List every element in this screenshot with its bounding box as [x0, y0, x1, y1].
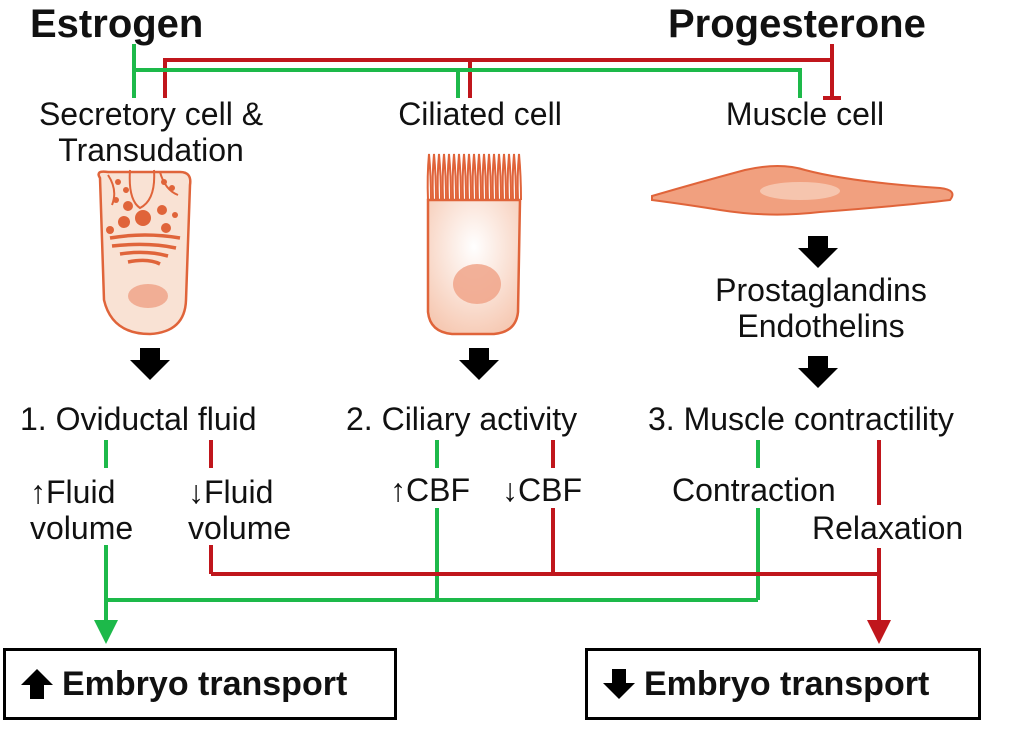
effect-cbf-down: ↓CBF	[502, 472, 582, 508]
progesterone-bracket	[163, 44, 841, 100]
cilium	[516, 153, 522, 201]
increased-embryo-transport-box: Embryo transport	[3, 648, 397, 720]
secretory-cell-label: Secretory cell & Transudation	[10, 96, 292, 168]
down-arrow-icon	[603, 669, 635, 699]
increase-arrowhead	[94, 620, 118, 644]
effect-contraction: Contraction	[672, 472, 836, 508]
effect-fluid-up-line1: ↑Fluid	[30, 474, 116, 510]
stimulation-lines	[104, 440, 760, 622]
cilium	[446, 153, 452, 201]
effect-fluid-volume-up: ↑Fluid volume	[30, 474, 133, 546]
cilium	[506, 153, 512, 201]
cilium	[476, 153, 482, 201]
cilium	[426, 153, 432, 201]
secretory-cell-label-line1: Secretory cell &	[38, 96, 264, 132]
cilium	[436, 153, 442, 201]
cilium	[486, 153, 492, 201]
secretory-cell-label-line2: Transudation	[58, 132, 244, 168]
decreased-embryo-transport-label: Embryo transport	[644, 664, 930, 703]
outcome-oviductal-fluid: 1. Oviductal fluid	[20, 401, 257, 437]
cilium	[456, 153, 462, 201]
secretory-cell-image	[97, 169, 192, 336]
cilium	[501, 153, 507, 201]
decreased-embryo-transport-box: Embryo transport	[585, 648, 981, 720]
cilium	[441, 153, 447, 201]
effect-cbf-up: ↑CBF	[390, 472, 470, 508]
mediator-endothelins: Endothelins	[737, 308, 905, 344]
ciliated-cell-image	[426, 153, 522, 336]
estrogen-label: Estrogen	[30, 2, 204, 46]
outcome-ciliary-activity: 2. Ciliary activity	[346, 401, 578, 437]
muscle-cell-label: Muscle cell	[725, 96, 885, 132]
inhibition-lines	[209, 440, 881, 622]
cilium	[431, 153, 437, 201]
cilium	[451, 153, 457, 201]
cilium	[466, 153, 472, 201]
muscle-cell-image	[651, 165, 954, 216]
cilium	[481, 153, 487, 201]
estrogen-bracket	[132, 44, 802, 98]
cilium	[461, 153, 467, 201]
effect-fluid-volume-down: ↓Fluid volume	[188, 474, 291, 546]
increased-embryo-transport-label: Embryo transport	[62, 664, 348, 703]
outcome-muscle-contractility: 3. Muscle contractility	[648, 401, 954, 437]
mediator-prostaglandins: Prostaglandins	[715, 272, 927, 308]
up-arrow-icon	[21, 669, 53, 699]
effect-fluid-up-line2: volume	[30, 510, 134, 546]
effect-fluid-down-line2: volume	[188, 510, 292, 546]
black-down-arrows	[130, 236, 838, 388]
ciliated-cell-label: Ciliated cell	[398, 96, 562, 132]
cilium	[491, 153, 497, 201]
effect-fluid-down-line1: ↓Fluid	[188, 474, 274, 510]
decrease-arrowhead	[867, 620, 891, 644]
cilium	[511, 153, 517, 201]
cilium	[471, 153, 477, 201]
progesterone-label: Progesterone	[668, 2, 926, 46]
cilium	[496, 153, 502, 201]
effect-relaxation: Relaxation	[812, 510, 964, 546]
mediators: Prostaglandins Endothelins	[690, 272, 952, 344]
